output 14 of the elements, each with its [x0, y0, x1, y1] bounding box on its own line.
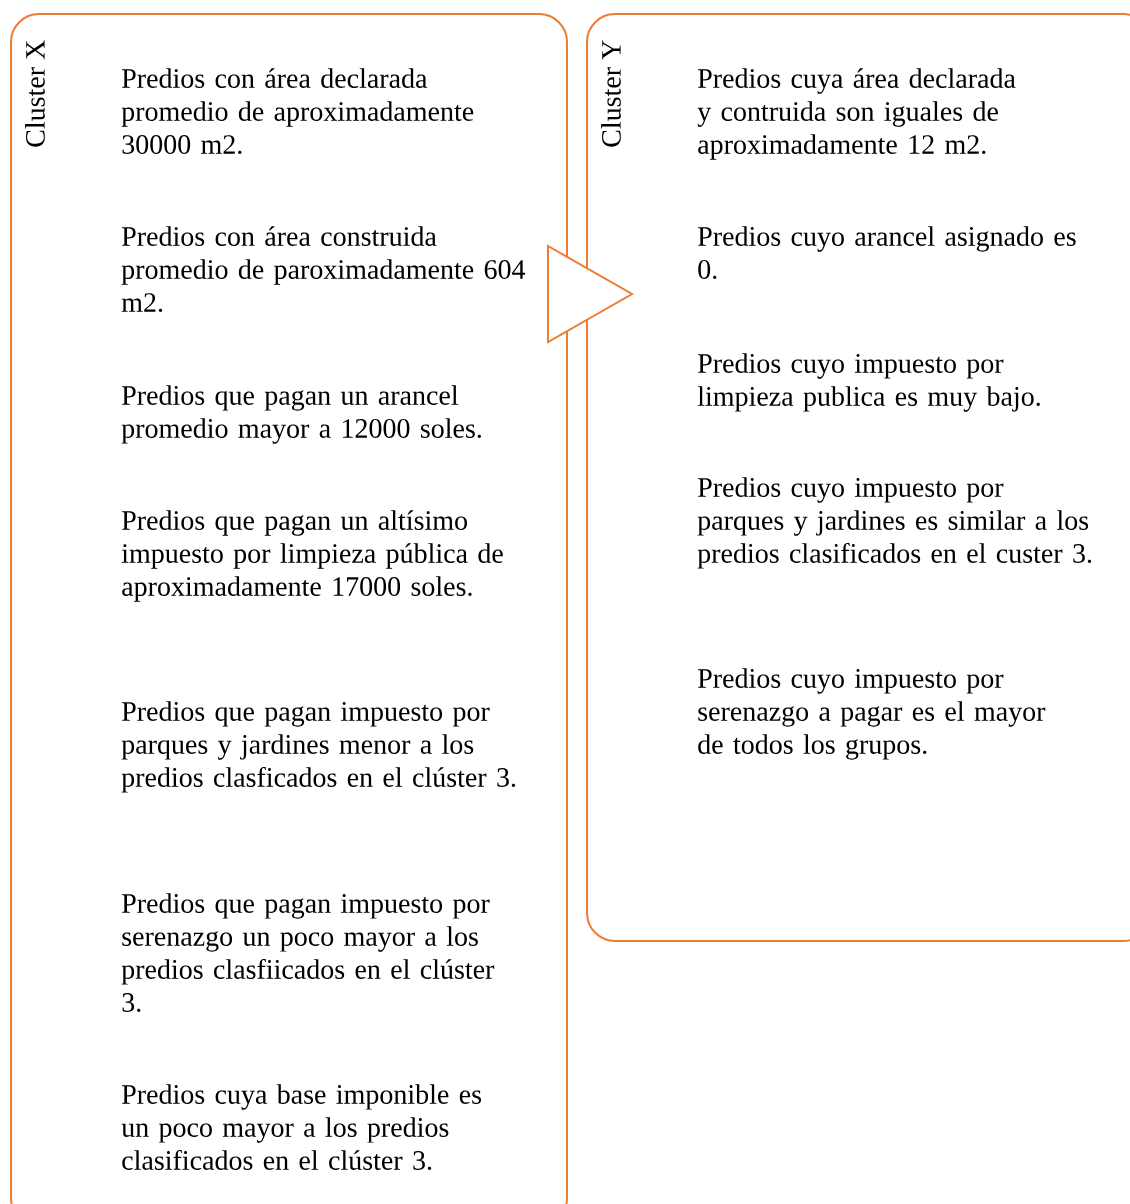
panel-title: Cluster X: [25, 40, 45, 147]
description-text: Predios cuyo impuesto por limpieza publica es muy bajo.: [697, 353, 1040, 412]
description-text: Predios cuya base imponible es un poco mayor a los predios clasificados en el clúster 3.: [121, 1084, 482, 1171]
description-text: Predios que pagan impuesto por serenazgo un poco mayor a los predios clasfiicados en el clúster 3.: [121, 893, 495, 1013]
description-text: Predios que pagan un altísimo impuesto por limpieza pública de aproximadamente 17000 soles.: [121, 510, 503, 602]
description-text: Predios cuya área declarada y contruida son iguales de aproximadamente 12 m2.: [697, 68, 1016, 160]
description-text: Predios cuyo impuesto por serenazgo a pagar es el mayor de todos los grupos.: [698, 668, 1046, 760]
panel-title: Cluster Y: [601, 40, 621, 147]
description-text: Predios que pagan impuesto por parques y jardines menor a los predios clasficados en el clúster 3.: [121, 701, 516, 793]
description-text: Predios que pagan un arancel promedio mayor a 12000 soles.: [121, 385, 481, 444]
description-text: Predios con área construida promedio de paroximadamente 604 m2.: [121, 226, 526, 313]
description-text: Predios con área declarada promedio de aproximadamente 30000 m2.: [121, 68, 474, 155]
description-text: Predios cuyo impuesto por parques y jardines es similar a los predios clasificados en el custer 3.: [697, 477, 1092, 569]
description-text: Predios cuyo arancel asignado es 0.: [698, 226, 1076, 279]
